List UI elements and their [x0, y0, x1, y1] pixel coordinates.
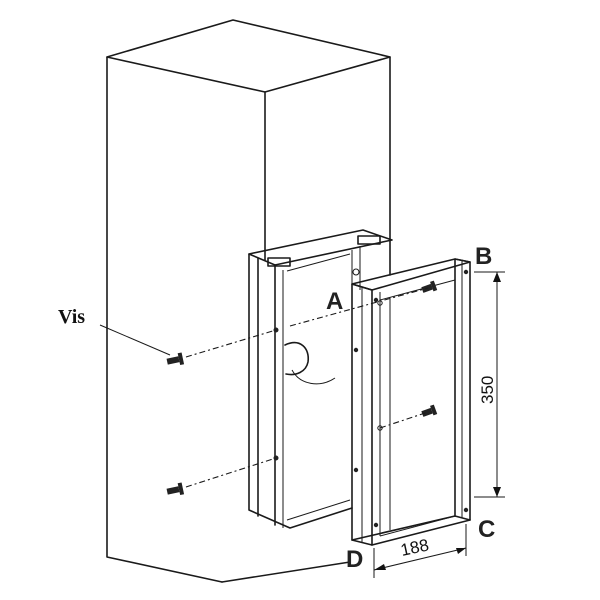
corner-label-a: A	[326, 288, 343, 315]
screws	[99, 287, 429, 496]
width-dimension-value: 188	[399, 535, 431, 559]
corner-label-d: D	[346, 546, 363, 573]
screws-label: Vis	[58, 306, 85, 328]
dimension-height	[474, 271, 505, 498]
height-dimension-value: 350	[478, 376, 497, 404]
corner-label-c: C	[478, 516, 495, 543]
corner-label-b: B	[475, 243, 492, 270]
dimension-width	[373, 524, 467, 578]
screw-lower-icon	[166, 482, 185, 496]
screw-upper-icon	[166, 352, 185, 366]
mounting-frame	[351, 258, 471, 546]
wall-column	[106, 19, 391, 583]
wall-recess-box	[248, 229, 393, 529]
